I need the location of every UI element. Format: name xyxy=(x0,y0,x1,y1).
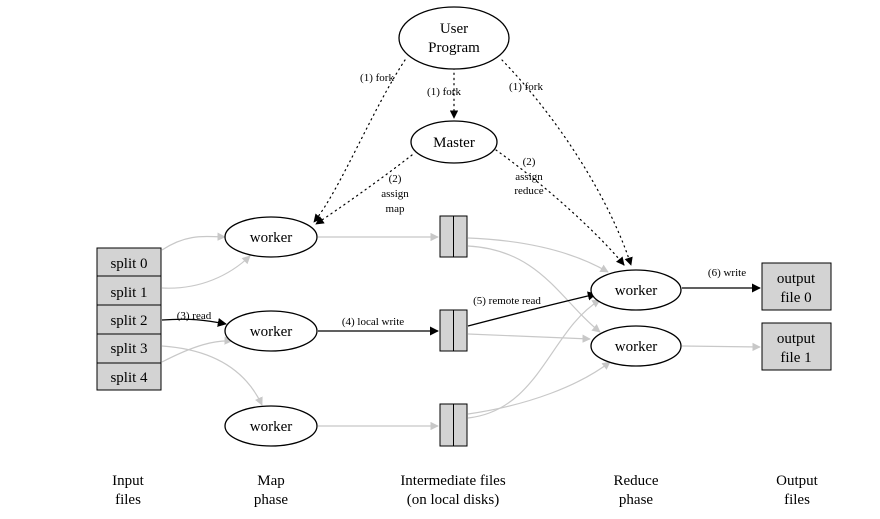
map-worker-3-label: worker xyxy=(250,419,292,435)
phase-labels: Input files Map phase Intermediate files… xyxy=(112,473,819,508)
label-write: (6) write xyxy=(708,267,746,279)
intermediate-file-2 xyxy=(439,309,468,352)
phase-map-line1: Map xyxy=(257,473,285,489)
reduce-worker-2-label: worker xyxy=(615,339,657,355)
user-program-label-line1: User xyxy=(440,21,468,37)
label-assign-map-3: map xyxy=(386,203,405,215)
label-read: (3) read xyxy=(177,310,212,322)
phase-input-line2: files xyxy=(115,492,141,508)
split-2-label: split 2 xyxy=(110,313,147,329)
reduce-worker-1: worker xyxy=(590,269,682,311)
reduce-worker-1-label: worker xyxy=(615,283,657,299)
intermediate-file-1 xyxy=(439,215,468,258)
label-fork-right: (1) fork xyxy=(509,81,543,93)
map-worker-1-label: worker xyxy=(250,230,292,246)
map-worker-1: worker xyxy=(224,216,318,258)
label-assign-reduce-3: reduce xyxy=(514,185,543,197)
master-node: Master xyxy=(410,120,498,164)
intermediate-file-3 xyxy=(439,403,468,447)
reduce-worker-2: worker xyxy=(590,325,682,367)
map-worker-3: worker xyxy=(224,405,318,447)
map-worker-2-label: worker xyxy=(250,324,292,340)
phase-map-line2: phase xyxy=(254,492,288,508)
edge-fork-map-worker xyxy=(313,59,406,223)
output-file-0-label-line2: file 0 xyxy=(780,290,811,306)
edge-file1-reduce2 xyxy=(467,245,601,333)
output-file-1-label-line1: output xyxy=(777,331,816,347)
edge-file3-reduce1 xyxy=(467,299,601,419)
output-file-1: output file 1 xyxy=(761,322,832,371)
input-splits: split 0 split 1 split 2 split 3 split 4 xyxy=(96,247,162,391)
phase-output-line1: Output xyxy=(776,473,819,489)
edge-split4-map2 xyxy=(161,336,233,363)
edge-split1-map1 xyxy=(161,255,251,289)
map-worker-2: worker xyxy=(224,310,318,352)
control-edges xyxy=(313,59,633,266)
label-assign-reduce-1: (2) xyxy=(523,156,536,168)
edge-split0-map1 xyxy=(161,232,226,251)
split-3-label: split 3 xyxy=(110,341,147,357)
label-remote-read: (5) remote read xyxy=(473,295,541,307)
user-program-label-line2: Program xyxy=(428,40,480,56)
label-assign-map-2: assign xyxy=(381,188,409,200)
phase-input-line1: Input xyxy=(112,473,144,489)
output-file-0: output file 0 xyxy=(761,262,832,311)
label-local-write: (4) local write xyxy=(342,316,404,328)
phase-intermediate-line2: (on local disks) xyxy=(407,492,499,508)
phase-reduce-line2: phase xyxy=(619,492,653,508)
edge-file2-reduce2 xyxy=(467,333,591,343)
output-file-0-label-line1: output xyxy=(777,271,816,287)
edge-labels: (1) fork (1) fork (1) fork (2) assign ma… xyxy=(177,72,746,328)
edge-fork-reduce-worker xyxy=(501,59,633,266)
data-flow-edges xyxy=(161,232,761,431)
split-4-label: split 4 xyxy=(110,370,148,386)
edge-read xyxy=(161,317,227,327)
split-1-label: split 1 xyxy=(110,285,147,301)
phase-intermediate-line1: Intermediate files xyxy=(400,473,506,489)
label-fork-center: (1) fork xyxy=(427,86,461,98)
edge-assign-map xyxy=(315,154,413,225)
edge-file3-reduce2 xyxy=(467,361,611,415)
output-file-1-label-line2: file 1 xyxy=(780,350,811,366)
phase-output-line2: files xyxy=(784,492,810,508)
phase-reduce-line1: Reduce xyxy=(614,473,659,489)
edge-remote-read xyxy=(467,291,597,327)
master-label: Master xyxy=(433,135,475,151)
edge-reduce2-output1 xyxy=(681,342,761,352)
label-assign-reduce-2: assign xyxy=(515,171,543,183)
user-program-node: User Program xyxy=(398,6,510,70)
edge-assign-reduce xyxy=(495,149,625,266)
label-fork-left: (1) fork xyxy=(360,72,394,84)
edge-split3-map3 xyxy=(161,345,263,406)
label-assign-map-1: (2) xyxy=(389,173,402,185)
edge-file1-reduce1 xyxy=(467,237,609,273)
split-0-label: split 0 xyxy=(110,256,147,272)
highlighted-edges xyxy=(161,283,761,336)
